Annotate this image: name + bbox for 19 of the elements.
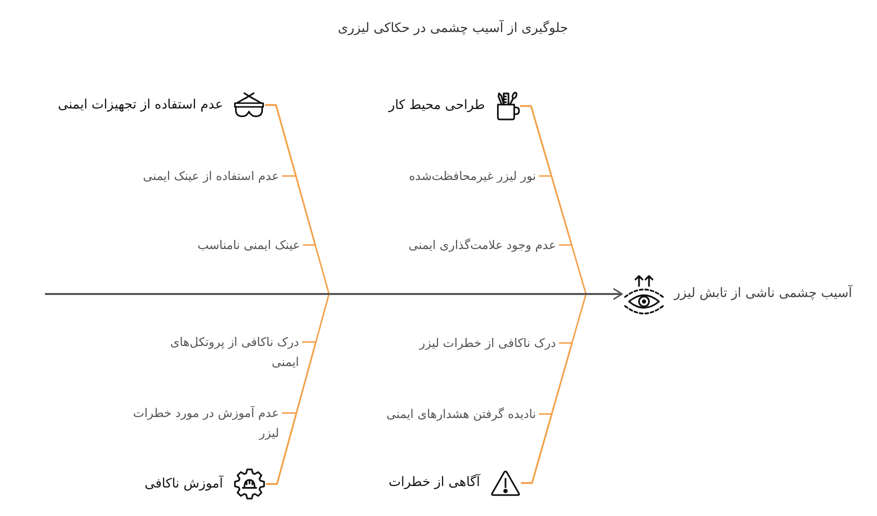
category-label: عدم استفاده از تجهیزات ایمنی <box>58 96 223 114</box>
cause-label: عینک ایمنی نامناسب <box>197 235 300 255</box>
cause-label: عدم آموزش در مورد خطرات لیزر <box>119 403 279 443</box>
spine-arrow <box>45 288 623 300</box>
cause-label: عدم وجود علامت‌گذاری ایمنی <box>408 235 556 255</box>
cause-label: نور لیزر غیرمحافظت‌شده <box>408 166 536 186</box>
category-label: آموزش ناکافی <box>144 475 223 493</box>
branch-line <box>265 104 316 246</box>
category-label: آگاهی از خطرات <box>388 474 480 492</box>
cause-label: درک ناکافی از پروتکل‌های ایمنی <box>149 332 299 372</box>
cause-label: عدم استفاده از عینک ایمنی <box>142 166 279 186</box>
branch-line <box>266 412 298 485</box>
effect-label: آسیب چشمی ناشی از تابش لیزر <box>674 285 852 303</box>
branch-line <box>520 105 572 246</box>
category-label: طراحی محیط کار <box>388 97 485 115</box>
cause-label: نادیده گرفتن هشدارهای ایمنی <box>386 404 536 424</box>
cause-label: درک ناکافی از خطرات لیزر <box>419 333 556 353</box>
branch-line <box>521 413 552 484</box>
title: جلوگیری از آسیب چشمی در حکاکی لیزری <box>338 20 568 38</box>
